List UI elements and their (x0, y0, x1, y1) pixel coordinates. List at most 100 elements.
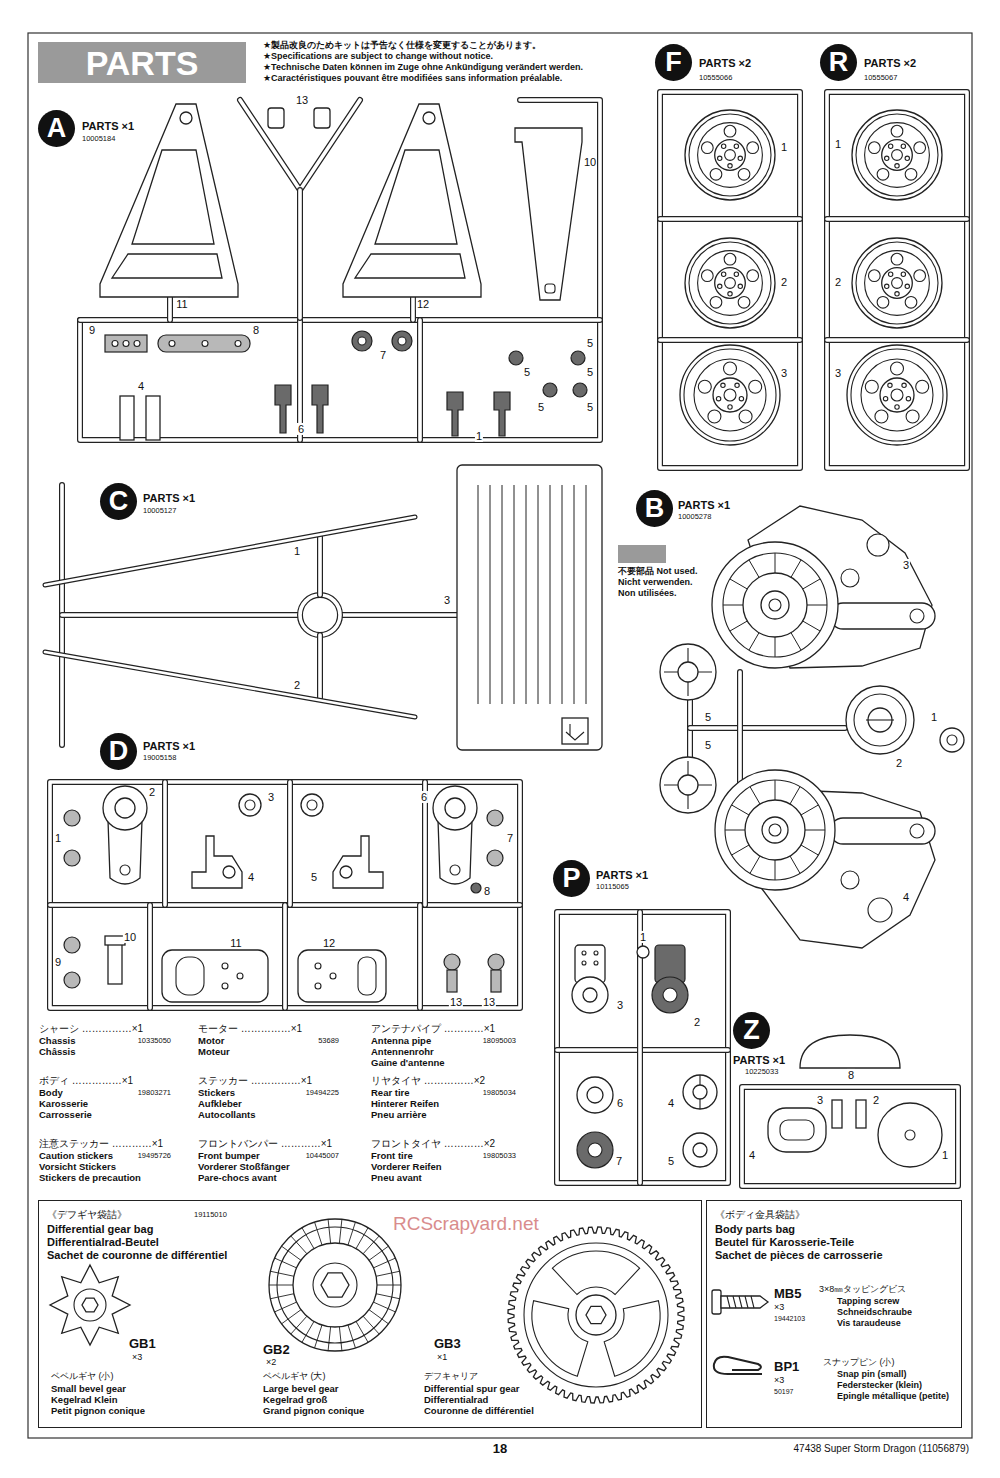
tree-b-parts (745, 800, 805, 860)
tree-d-parts (64, 850, 80, 866)
callout-number: 5 (586, 401, 594, 413)
label-text: MB5 (773, 1287, 802, 1301)
tree-d-parts (64, 810, 80, 826)
label-text: Snap pin (small) (836, 1370, 908, 1380)
label-text: ×1 (436, 1353, 448, 1363)
tree-z-parts (768, 1108, 826, 1152)
wheel-part (694, 359, 766, 431)
callout-number: 2 (693, 1016, 701, 1028)
label-text: Pneu avant (370, 1173, 423, 1183)
tree-p-parts (594, 951, 598, 955)
wheel-part (710, 296, 722, 308)
gear-part (369, 1246, 388, 1260)
callout-number: 3 (902, 559, 910, 571)
tree-p-parts (588, 1143, 602, 1157)
gear-part (321, 1273, 349, 1297)
sprue-runner (340, 613, 457, 617)
callout-number: 4 (902, 891, 910, 903)
callout-number: 10 (123, 931, 137, 943)
sprue-runner (660, 337, 800, 343)
callout-number: 2 (780, 276, 788, 288)
tree-d-parts (176, 957, 204, 995)
label-text: Carrosserie (38, 1110, 93, 1120)
sprue-runner (411, 297, 415, 320)
tree-a-parts (123, 341, 129, 347)
label-text: Schneidschraube (836, 1308, 913, 1318)
wheel-part (680, 345, 780, 445)
tree-p-parts (663, 988, 677, 1002)
sprue-runner (50, 782, 520, 1008)
tree-d-parts (447, 970, 457, 992)
tree-d-parts (237, 973, 243, 979)
tree-a-parts (169, 341, 175, 347)
sprue-tree: DPARTS ×119005158 (45, 733, 527, 1013)
tree-b-parts (830, 603, 935, 629)
tree-p-parts (594, 961, 598, 965)
wheel-part (724, 253, 736, 265)
callout-number: 5 (704, 711, 712, 723)
label-text: Autocollants (197, 1110, 257, 1120)
wheel-part (875, 410, 888, 423)
legend-swatch (618, 545, 666, 563)
wheel-part (725, 150, 736, 161)
sprue-runner (283, 905, 287, 1008)
sprue-runner (690, 726, 845, 730)
label-text: Tapping screw (836, 1297, 900, 1307)
gear-part (328, 1219, 331, 1243)
tree-a-parts (120, 396, 134, 440)
tree-a-parts (447, 392, 463, 436)
wheel-part (882, 268, 913, 299)
part-number: 10555066 (699, 74, 732, 83)
callout-number: 9 (88, 324, 96, 336)
label-text: Body (38, 1088, 64, 1098)
sprue-runner (660, 92, 800, 468)
parts-illustration (732, 805, 749, 815)
wheel-part (880, 378, 914, 412)
tree-b-parts (723, 553, 827, 657)
label-text: BP1 (773, 1360, 800, 1374)
label-text: Vis taraudeuse (836, 1319, 902, 1329)
callout-number: 4 (748, 1149, 756, 1161)
label-text: Front bumper (197, 1151, 261, 1161)
tree-a-parts (358, 337, 366, 345)
tree-p-parts (637, 946, 649, 958)
wheel-part (885, 284, 889, 288)
tree-b-parts (940, 728, 964, 752)
label-text: Pare-chocs avant (197, 1173, 278, 1183)
label-text: 19803271 (137, 1089, 172, 1097)
gear-part (269, 1219, 401, 1351)
wheel-part (738, 168, 750, 180)
gear-part (348, 1325, 355, 1348)
callout-number: 5 (704, 739, 712, 751)
sprue-runner (80, 100, 600, 440)
tree-d-parts (64, 937, 80, 953)
gear-part (339, 1219, 342, 1243)
part-letter: A (38, 110, 75, 147)
tree-b-parts (664, 761, 712, 809)
label-text: ×3 (131, 1353, 143, 1363)
parts-illustration (723, 605, 743, 606)
sprue-runner (737, 672, 743, 785)
gear-part (369, 1310, 388, 1324)
tree-z-parts (768, 1035, 942, 1167)
sprue-runner (240, 100, 360, 190)
label-text: フロントバンパー …………×1 (197, 1138, 333, 1149)
gear-part (270, 1271, 293, 1276)
tree-a-parts (112, 341, 118, 347)
tree-c-parts (457, 465, 602, 750)
sprue-runner (340, 612, 457, 618)
gear-part (74, 1289, 106, 1321)
label-text: 47438 Super Storm Dragon (11056879) (793, 1443, 970, 1454)
tree-b-parts (762, 817, 788, 843)
plate-rib (538, 485, 539, 704)
callout-number: 6 (420, 791, 428, 803)
tree-b-parts (854, 694, 906, 746)
band-title: PARTS (86, 46, 199, 80)
label-text: 53689 (317, 1037, 340, 1045)
tree-d-parts (222, 983, 228, 989)
callout-number: 13 (295, 94, 309, 106)
plate-rib (478, 485, 586, 704)
wheel-part (888, 383, 892, 387)
wheel-part (901, 272, 905, 276)
gear-part (315, 1325, 322, 1348)
